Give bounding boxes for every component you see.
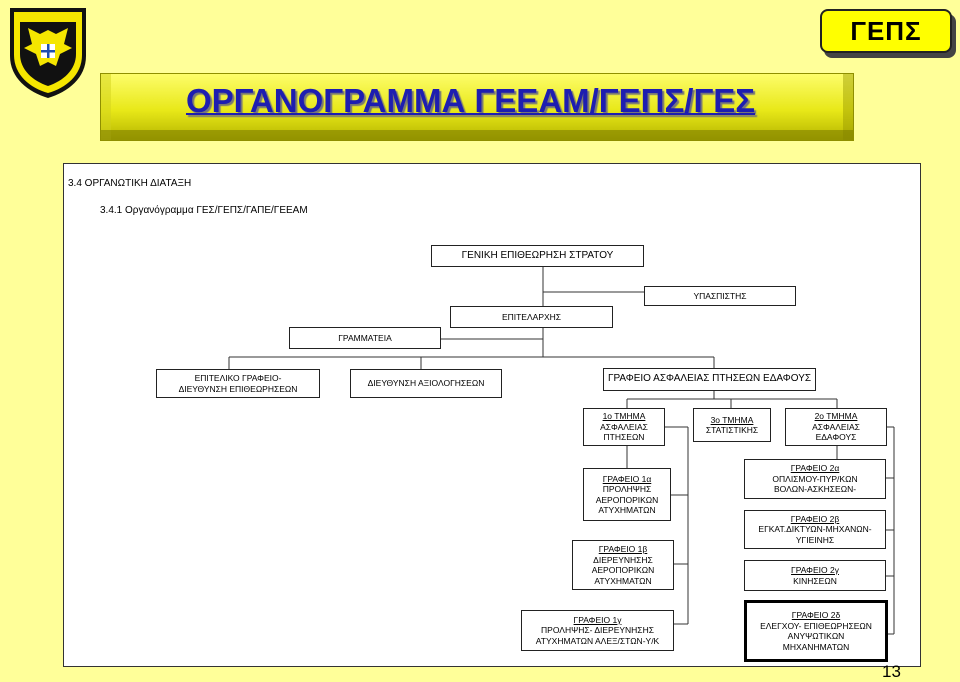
node-label-line: ΑΤΥΧΗΜΑΤΩΝ ΑΛΕΞ/ΣΤΩΝ-Υ/Κ: [535, 635, 660, 646]
node-label-line: ΑΣΦΑΛΕΙΑΣ: [812, 421, 860, 432]
node-label-line: ΑΤΥΧΗΜΑΤΩΝ: [594, 575, 652, 586]
node-label-line: ΠΤΗΣΕΩΝ: [603, 432, 645, 443]
node-label-line: 3ο ΤΜΗΜΑ: [710, 414, 754, 425]
node-label: ΥΠΑΣΠΙΣΤΗΣ: [693, 290, 747, 301]
node-label-line: ΑΝΥΨΩΤΙΚΩΝ: [787, 631, 845, 641]
subsection-heading: 3.4.1 Οργανόγραμμα ΓΕΣ/ΓΕΠΣ/ΓΑΠΕ/ΓΕΕΑΜ: [100, 205, 308, 216]
section-heading: 3.4 ΟΡΓΑΝΩΤΙΚΗ ΔΙΑΤΑΞΗ: [68, 178, 192, 189]
node-label-line: ΔΙΕΡΕΥΝΗΣΗΣ: [593, 554, 653, 565]
org-node-grafeio-2d: ΓΡΑΦΕΙΟ 2δ ΕΛΕΓΧΟΥ- ΕΠΙΘΕΩΡΗΣΕΩΝ ΑΝΥΨΩΤΙ…: [744, 600, 888, 662]
node-label-line: ΑΕΡΟΠΟΡΙΚΩΝ: [595, 494, 659, 505]
node-label-line: ΓΡΑΦΕΙΟ 2α: [790, 463, 840, 474]
node-label: ΓΕΝΙΚΗ ΕΠΙΘΕΩΡΗΣΗ ΣΤΡΑΤΟΥ: [461, 249, 614, 261]
node-label-line: 1ο ΤΜΗΜΑ: [602, 411, 646, 422]
node-label-line: ΥΓΙΕΙΝΗΣ: [795, 534, 835, 545]
node-label-line: ΜΗΧΑΝΗΜΑΤΩΝ: [782, 641, 850, 652]
org-node-ypaspistis: ΥΠΑΣΠΙΣΤΗΣ: [644, 286, 796, 306]
node-label-line: ΓΡΑΦΕΙΟ 1β: [598, 544, 648, 554]
org-node-grammateia: ΓΡΑΜΜΑΤΕΙΑ: [289, 327, 441, 349]
node-label: ΓΡΑΜΜΑΤΕΙΑ: [338, 332, 392, 343]
node-label-line: ΚΙΝΗΣΕΩΝ: [793, 575, 837, 586]
section-badge: ΓΕΠΣ: [820, 9, 952, 53]
node-label-line: 2ο ΤΜΗΜΑ: [814, 411, 858, 422]
org-node-axiologiseon: ΔΙΕΥΘΥΝΣΗ ΑΞΙΟΛΟΓΗΣΕΩΝ: [350, 369, 502, 398]
node-label-line: ΕΓΚΑΤ.ΔΙΚΤΥΩΝ-ΜΗΧΑΝΩΝ-: [758, 524, 872, 535]
org-node-grafeio-1a: ΓΡΑΦΕΙΟ 1α ΠΡΟΛΗΨΗΣ ΑΕΡΟΠΟΡΙΚΩΝ ΑΤΥΧΗΜΑΤ…: [583, 468, 671, 521]
org-node-grafeio-1b: ΓΡΑΦΕΙΟ 1β ΔΙΕΡΕΥΝΗΣΗΣ ΑΕΡΟΠΟΡΙΚΩΝ ΑΤΥΧΗ…: [572, 540, 674, 590]
node-label-line: ΓΡΑΦΕΙΟ 2δ: [791, 610, 841, 620]
org-node-tmima-3: 3ο ΤΜΗΜΑ ΣΤΑΤΙΣΤΙΚΗΣ: [693, 408, 771, 442]
node-label-line: ΑΣΦΑΛΕΙΑΣ: [600, 421, 648, 432]
node-label: ΓΡΑΦΕΙΟ ΑΣΦΑΛΕΙΑΣ ΠΤΗΣΕΩΝ ΕΔΑΦΟΥΣ: [607, 373, 812, 385]
node-label-line: ΒΟΛΩΝ-ΑΣΚΗΣΕΩΝ-: [773, 484, 857, 495]
node-label-line: ΓΡΑΦΕΙΟ 1γ: [573, 614, 622, 625]
node-label-line: ΕΔΑΦΟΥΣ: [815, 432, 857, 443]
org-node-grafeio-2c: ΓΡΑΦΕΙΟ 2γ ΚΙΝΗΣΕΩΝ: [744, 560, 886, 591]
node-label: ΕΠΙΤΕΛΑΡΧΗΣ: [501, 311, 562, 322]
node-label-line: ΓΡΑΦΕΙΟ 1α: [602, 473, 652, 484]
org-node-grafeio-1c: ΓΡΑΦΕΙΟ 1γ ΠΡΟΛΗΨΗΣ- ΔΙΕΡΕΥΝΗΣΗΣ ΑΤΥΧΗΜΑ…: [521, 610, 674, 651]
org-chart-connectors: [228, 267, 895, 635]
page-title: ΟΡΓΑΝΟΓΡΑΜΜΑ ΓΕΕΑΜ/ΓΕΠΣ/ΓΕΣ: [186, 82, 756, 119]
page-number: 13: [882, 662, 901, 681]
org-node-grafeio-asfaleias: ΓΡΑΦΕΙΟ ΑΣΦΑΛΕΙΑΣ ΠΤΗΣΕΩΝ ΕΔΑΦΟΥΣ: [603, 368, 816, 391]
node-label-line: ΟΠΛΙΣΜΟΥ-ΠΥΡ/ΚΩΝ: [772, 473, 858, 484]
node-label-line: ΑΕΡΟΠΟΡΙΚΩΝ: [591, 565, 655, 575]
org-node-grafeio-2b: ΓΡΑΦΕΙΟ 2β ΕΓΚΑΤ.ΔΙΚΤΥΩΝ-ΜΗΧΑΝΩΝ- ΥΓΙΕΙΝ…: [744, 510, 886, 549]
org-node-grafeio-2a: ΓΡΑΦΕΙΟ 2α ΟΠΛΙΣΜΟΥ-ΠΥΡ/ΚΩΝ ΒΟΛΩΝ-ΑΣΚΗΣΕ…: [744, 459, 886, 499]
node-label-line: ΠΡΟΛΗΨΗΣ- ΔΙΕΡΕΥΝΗΣΗΣ: [541, 625, 654, 636]
node-label-line: ΑΤΥΧΗΜΑΤΩΝ: [598, 505, 656, 515]
org-node-epitelarxis: ΕΠΙΤΕΛΑΡΧΗΣ: [450, 306, 613, 328]
node-label-line: ΓΡΑΦΕΙΟ 2γ: [791, 565, 839, 575]
org-node-tmima-2: 2ο ΤΜΗΜΑ ΑΣΦΑΛΕΙΑΣ ΕΔΑΦΟΥΣ: [785, 408, 887, 446]
node-label-line: ΠΡΟΛΗΨΗΣ: [602, 484, 652, 494]
army-crest-logo: [10, 8, 86, 98]
org-node-epiteliko-grafeio: ΕΠΙΤΕΛΙΚΟ ΓΡΑΦΕΙΟ- ΔΙΕΥΘΥΝΣΗ ΕΠΙΘΕΩΡΗΣΕΩ…: [156, 369, 320, 398]
node-label-line: ΓΡΑΦΕΙΟ 2β: [790, 513, 840, 524]
node-label-line: ΕΛΕΓΧΟΥ- ΕΠΙΘΕΩΡΗΣΕΩΝ: [760, 620, 872, 631]
node-label: ΔΙΕΥΘΥΝΣΗ ΑΞΙΟΛΟΓΗΣΕΩΝ: [367, 378, 485, 389]
title-banner: [100, 73, 854, 141]
node-label-line: ΔΙΕΥΘΥΝΣΗ ΕΠΙΘΕΩΡΗΣΕΩΝ: [178, 383, 298, 394]
node-label-line: ΣΤΑΤΙΣΤΙΚΗΣ: [705, 425, 759, 435]
org-chart-panel: 3.4 ΟΡΓΑΝΩΤΙΚΗ ΔΙΑΤΑΞΗ 3.4.1 Οργανόγραμμ…: [63, 163, 921, 667]
org-node-general-inspection: ΓΕΝΙΚΗ ΕΠΙΘΕΩΡΗΣΗ ΣΤΡΑΤΟΥ: [431, 245, 644, 267]
node-label-line: ΕΠΙΤΕΛΙΚΟ ΓΡΑΦΕΙΟ-: [194, 373, 282, 383]
org-node-tmima-1: 1ο ΤΜΗΜΑ ΑΣΦΑΛΕΙΑΣ ΠΤΗΣΕΩΝ: [583, 408, 665, 446]
